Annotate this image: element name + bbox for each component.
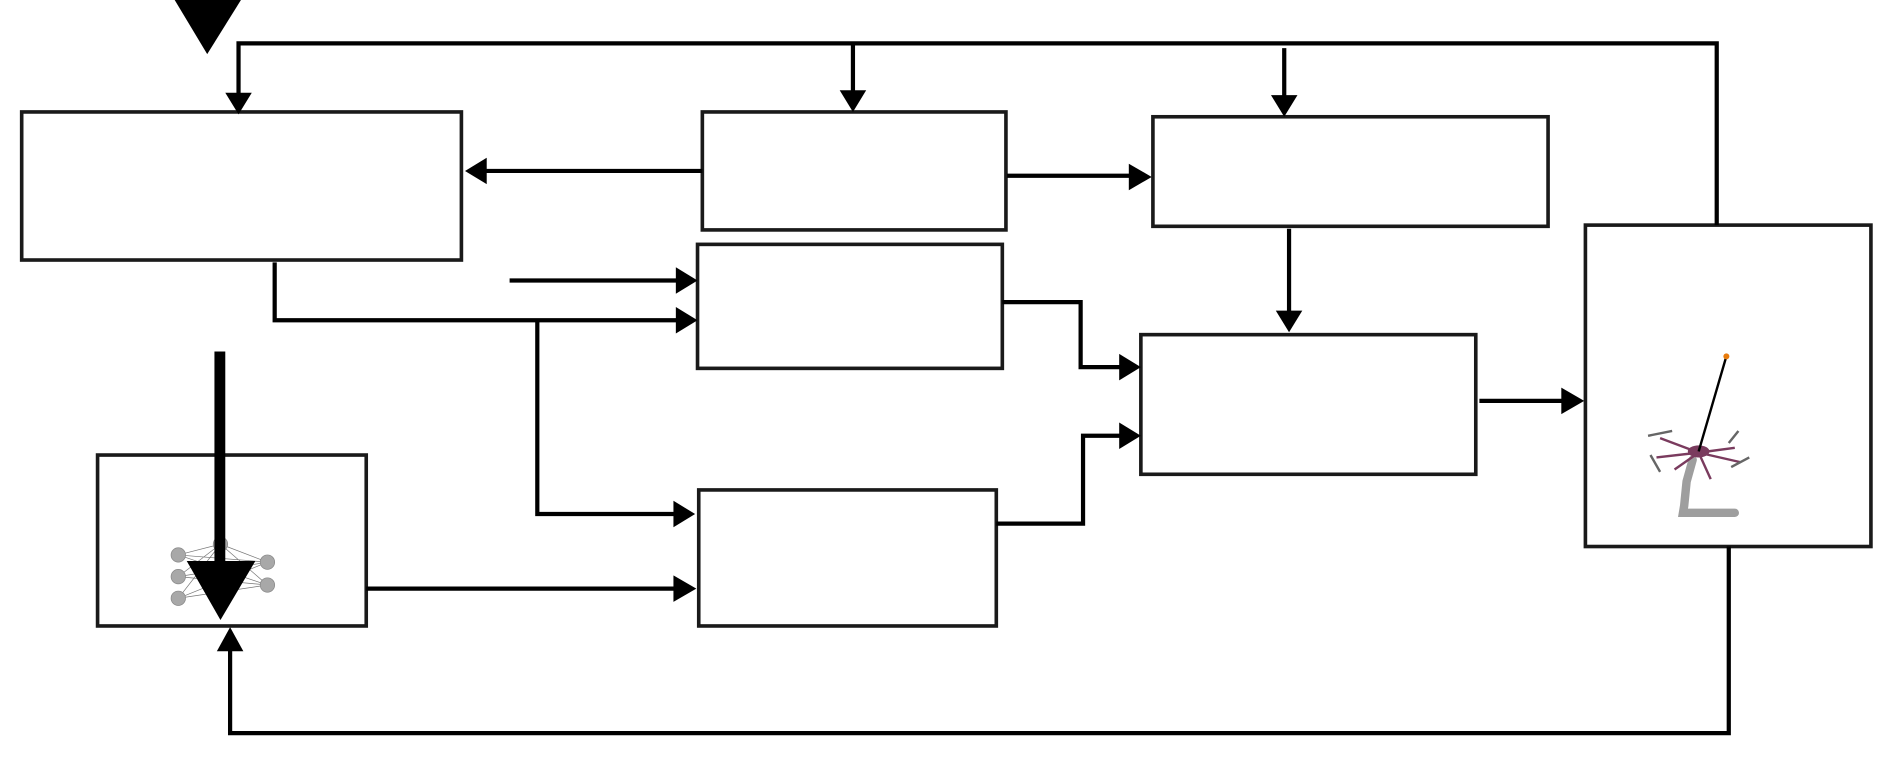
arrow-a-to-d-and-f xyxy=(272,262,698,528)
arrow-f-to-e xyxy=(996,422,1141,526)
block-c[interactable] xyxy=(1151,114,1550,229)
block-d[interactable] xyxy=(695,242,1005,371)
arrow-c-to-e xyxy=(1275,228,1303,333)
arrow-b-to-a xyxy=(465,157,703,185)
feedback-bottom-line xyxy=(216,546,1731,736)
arrow-b-to-c xyxy=(1007,163,1152,191)
block-e[interactable] xyxy=(1139,332,1478,477)
arrow-nn-to-f xyxy=(366,575,697,602)
block-system[interactable] xyxy=(1583,223,1873,549)
block-f[interactable] xyxy=(696,488,999,628)
drone-manipulator-image xyxy=(1647,353,1750,518)
overlay-frame xyxy=(0,54,462,762)
arrow-input-to-d xyxy=(509,267,698,294)
thick-arrow-to-nn xyxy=(186,351,256,620)
arrow-d-to-e xyxy=(1002,300,1141,381)
large-down-arrow-top xyxy=(174,0,241,55)
block-b[interactable] xyxy=(700,110,1008,232)
block-a[interactable] xyxy=(19,110,464,262)
arrow-e-to-system xyxy=(1479,387,1585,415)
end-effector-dot xyxy=(1723,353,1730,360)
feedback-top-line xyxy=(225,41,1719,226)
